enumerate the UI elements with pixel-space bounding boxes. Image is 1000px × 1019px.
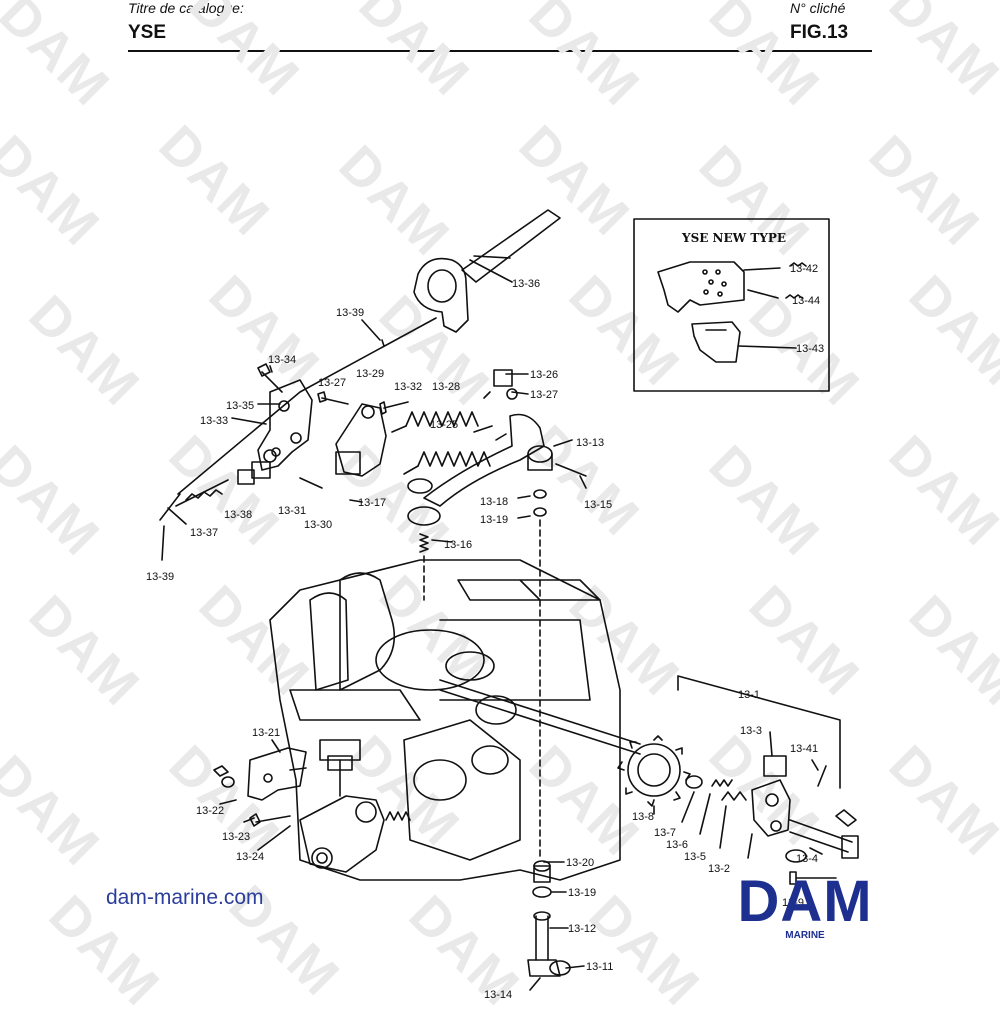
- part-number-label: 13-16: [444, 539, 472, 551]
- part-number-label: 13-26: [530, 369, 558, 381]
- website-link[interactable]: dam-marine.com: [106, 886, 264, 909]
- part-number-label: 13-9: [782, 897, 804, 909]
- header-rule: [128, 50, 872, 52]
- part-number-label: 13-24: [236, 851, 264, 863]
- part-number-label: 13-8: [632, 811, 654, 823]
- part-number-label: 13-7: [654, 827, 676, 839]
- part-number-label: 13-30: [304, 519, 332, 531]
- part-number-label: 13-32: [394, 381, 422, 393]
- inset-part-label: 13-44: [792, 295, 820, 307]
- part-number-label: 13-28: [432, 381, 460, 393]
- part-number-label: 13-3: [740, 725, 762, 737]
- part-number-label: 13-20: [566, 857, 594, 869]
- catalogue-title-value: YSE: [128, 22, 167, 43]
- part-number-label: 13-36: [512, 278, 540, 290]
- cliche-number-value: FIG.13: [790, 22, 849, 43]
- logo-subtitle: MARINE: [785, 930, 825, 941]
- part-number-label: 13-39: [336, 307, 364, 319]
- part-number-label: 13-33: [200, 415, 228, 427]
- part-number-label: 13-19: [480, 514, 508, 526]
- part-number-label: 13-27: [530, 389, 558, 401]
- part-number-label: 13-17: [358, 497, 386, 509]
- logo-wordmark: DAM: [737, 869, 873, 934]
- part-number-label: 13-21: [252, 727, 280, 739]
- part-number-label: 13-22: [196, 805, 224, 817]
- part-number-label: 13-4: [796, 853, 818, 865]
- part-number-label: 13-35: [226, 400, 254, 412]
- part-number-label: 13-34: [268, 354, 296, 366]
- dam-marine-logo: DAM MARINE: [712, 870, 900, 948]
- part-number-label: 13-29: [356, 368, 384, 380]
- part-number-label: 13-2: [708, 863, 730, 875]
- part-number-label: 13-19: [568, 887, 596, 899]
- part-number-label: 13-18: [480, 496, 508, 508]
- part-number-label: 13-15: [584, 499, 612, 511]
- part-number-label: 13-31: [278, 505, 306, 517]
- part-number-label: 13-27: [318, 377, 346, 389]
- part-number-label: 13-23: [222, 831, 250, 843]
- part-number-label: 13-14: [484, 989, 512, 1000]
- part-number-label: 13-37: [190, 527, 218, 539]
- part-number-label: 13-38: [224, 509, 252, 521]
- part-number-label: 13-13: [576, 437, 604, 449]
- part-number-label: 13-25: [430, 419, 458, 431]
- inset-title: YSE NEW TYPE: [681, 231, 786, 245]
- part-number-label: 13-1: [738, 689, 760, 701]
- part-number-label: 13-12: [568, 923, 596, 935]
- inset-frame: [633, 218, 830, 392]
- part-number-label: 13-5: [684, 851, 706, 863]
- inset-part-label: 13-43: [796, 343, 824, 355]
- part-number-label: 13-11: [586, 961, 613, 973]
- part-number-label: 13-6: [666, 839, 688, 851]
- part-number-label: 13-41: [790, 743, 818, 755]
- cliche-number-label: N° cliché: [790, 0, 846, 16]
- catalogue-title-label: Titre de catalogue:: [128, 0, 244, 16]
- part-number-label: 13-39: [146, 571, 174, 583]
- inset-part-label: 13-42: [790, 263, 818, 275]
